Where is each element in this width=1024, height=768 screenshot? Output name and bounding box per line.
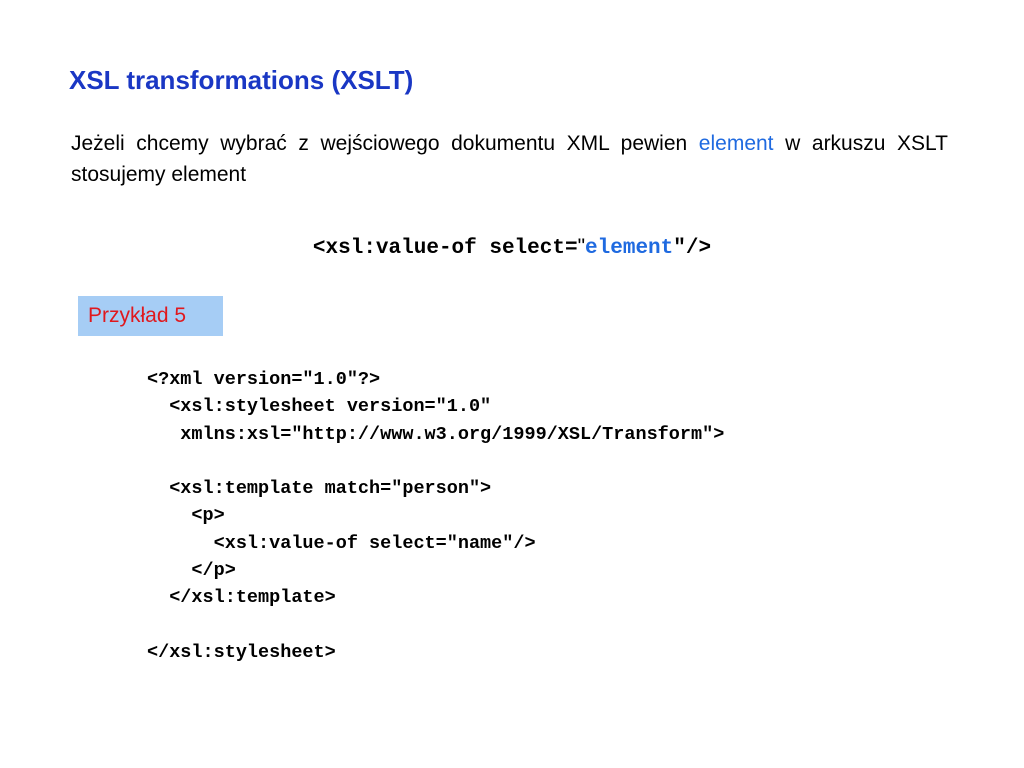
- code-line: <xsl:template match="person">: [147, 478, 492, 500]
- code-block: <?xml version="1.0"?> <xsl:stylesheet ve…: [147, 366, 724, 666]
- syntax-example: <xsl:value-of select="element"/>: [0, 232, 1024, 264]
- syntax-open-quote: ": [577, 235, 586, 258]
- syntax-suffix: "/>: [673, 237, 712, 260]
- intro-highlight: element: [698, 132, 774, 155]
- code-line: </p>: [147, 560, 236, 582]
- code-line: xmlns:xsl="http://www.w3.org/1999/XSL/Tr…: [147, 423, 725, 445]
- syntax-highlight: element: [585, 237, 674, 260]
- code-line: <xsl:stylesheet version="1.0": [147, 396, 492, 418]
- intro-paragraph: Jeżeli chcemy wybrać z wejściowego dokum…: [71, 128, 948, 190]
- intro-text-after: w arkuszu XSLT stosujemy element: [71, 132, 948, 186]
- code-line: [147, 448, 724, 475]
- code-line: <?xml version="1.0"?>: [147, 369, 381, 390]
- slide-title: XSL transformations (XSLT): [69, 65, 414, 95]
- code-line: [147, 612, 724, 639]
- code-line: <p>: [147, 505, 225, 527]
- code-line: <xsl:value-of select="name"/>: [147, 532, 536, 554]
- code-line: </xsl:template>: [147, 587, 336, 609]
- syntax-prefix: <xsl:value-of select=: [312, 237, 578, 260]
- example-label: Przykład 5: [78, 296, 223, 336]
- intro-text-before: Jeżeli chcemy wybrać z wejściowego dokum…: [71, 132, 699, 155]
- code-line: </xsl:stylesheet>: [147, 641, 336, 663]
